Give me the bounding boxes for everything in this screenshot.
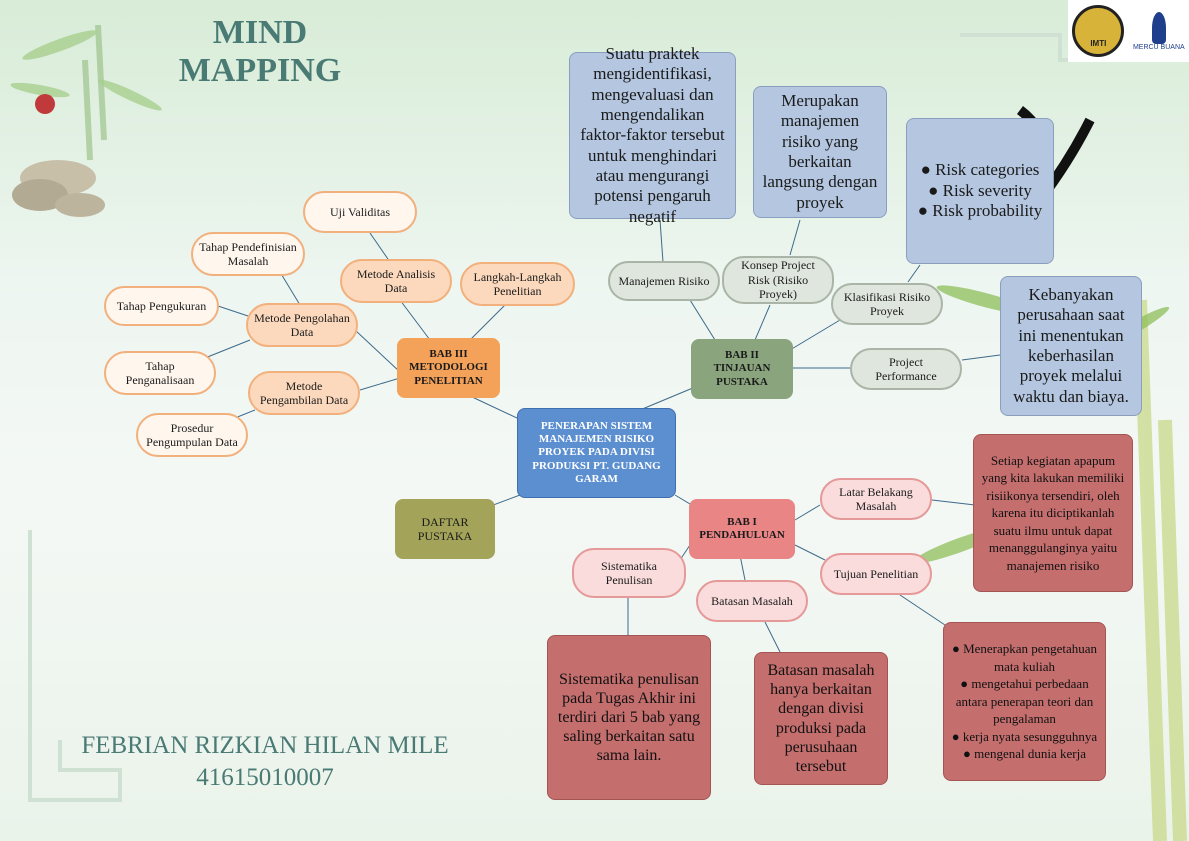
batasan-masalah-node[interactable]: Batasan Masalah	[696, 580, 808, 622]
langkah-penelitian-node[interactable]: Langkah-Langkah Penelitian	[460, 262, 575, 306]
sistematika-penulisan-node[interactable]: Sistematika Penulisan	[572, 548, 686, 598]
latar-belakang-node[interactable]: Latar Belakang Masalah	[820, 478, 932, 520]
manajemen-risiko-desc: Suatu praktek mengidentifikasi, mengeval…	[569, 44, 736, 226]
page-title: MIND MAPPING	[150, 14, 370, 90]
manajemen-risiko-node[interactable]: Manajemen Risiko	[608, 261, 720, 301]
risk-severity-item: ● Risk severity	[928, 180, 1032, 200]
title-line2: MAPPING	[178, 52, 342, 89]
batasan-masalah-desc: Batasan masalah hanya berkaitan dengan d…	[754, 652, 888, 785]
center-topic-node[interactable]: PENERAPAN SISTEM MANAJEMEN RISIKO PROYEK…	[517, 408, 676, 498]
tujuan-penelitian-desc: ● Menerapkan pengetahuan mata kuliah ● m…	[943, 622, 1106, 781]
tujuan-item-3: ● kerja nyata sesungguhnya	[951, 728, 1098, 744]
project-performance-desc: Kebanyakan perusahaan saat ini menentuka…	[1000, 276, 1142, 416]
tujuan-penelitian-node[interactable]: Tujuan Penelitian	[820, 553, 932, 595]
risk-categories-item: ● Risk categories	[920, 160, 1040, 180]
tujuan-item-2: ● mengetahui perbedaan antara penerapan …	[955, 676, 1094, 727]
bamboo-right-decoration	[1133, 299, 1187, 841]
bab1-node[interactable]: BAB I PENDAHULUAN	[689, 499, 795, 559]
logo-area: IMTI MERCU BUANA	[1068, 0, 1189, 62]
tahap-pendefinisian-node[interactable]: Tahap Pendefinisian Masalah	[191, 232, 305, 276]
title-line1: MIND	[212, 14, 308, 51]
imti-logo: IMTI	[1072, 5, 1125, 57]
sistematika-penulisan-desc: Sistematika penulisan pada Tugas Akhir i…	[547, 635, 711, 800]
mercu-buana-logo: MERCU BUANA	[1132, 11, 1185, 51]
mercu-buana-text: MERCU BUANA	[1132, 43, 1185, 51]
project-performance-node[interactable]: Project Performance	[850, 348, 962, 390]
konsep-project-risk-desc: Merupakan manajemen risiko yang berkaita…	[753, 86, 887, 218]
tahap-pengukuran-node[interactable]: Tahap Pengukuran	[104, 286, 219, 326]
author-name: FEBRIAN RIZKIAN HILAN MILE	[81, 732, 449, 759]
klasifikasi-risiko-desc: ● Risk categories ● Risk severity ● Risk…	[906, 118, 1054, 264]
tujuan-item-4: ● mengenal dunia kerja	[963, 746, 1086, 762]
stones-decoration	[12, 160, 105, 217]
author-id: 41615010007	[196, 764, 334, 791]
daftar-pustaka-node[interactable]: DAFTAR PUSTAKA	[395, 499, 495, 559]
author-block: FEBRIAN RIZKIAN HILAN MILE 41615010007	[40, 730, 490, 794]
tahap-penganalisaan-node[interactable]: Tahap Penganalisaan	[104, 351, 216, 395]
tujuan-item-1: ● Menerapkan pengetahuan mata kuliah	[951, 641, 1097, 674]
uji-validitas-node[interactable]: Uji Validitas	[303, 191, 417, 233]
bab2-node[interactable]: BAB II TINJAUAN PUSTAKA	[691, 339, 793, 399]
prosedur-pengumpulan-node[interactable]: Prosedur Pengumpulan Data	[136, 413, 248, 457]
metode-analisis-node[interactable]: Metode Analisis Data	[340, 259, 452, 303]
bab3-node[interactable]: BAB III METODOLOGI PENELITIAN	[397, 338, 500, 398]
klasifikasi-risiko-node[interactable]: Klasifikasi Risiko Proyek	[831, 283, 943, 325]
flame-icon	[1151, 11, 1166, 44]
metode-pengambilan-node[interactable]: Metode Pengambilan Data	[248, 371, 360, 415]
risk-probability-item: ● Risk probability	[917, 201, 1043, 221]
metode-pengolahan-node[interactable]: Metode Pengolahan Data	[246, 303, 358, 347]
konsep-project-risk-node[interactable]: Konsep Project Risk (Risiko Proyek)	[722, 256, 834, 304]
imti-logo-text: IMTI	[1090, 39, 1107, 48]
latar-belakang-desc: Setiap kegiatan apapum yang kita lakukan…	[973, 434, 1133, 592]
seal-decoration	[35, 94, 55, 114]
